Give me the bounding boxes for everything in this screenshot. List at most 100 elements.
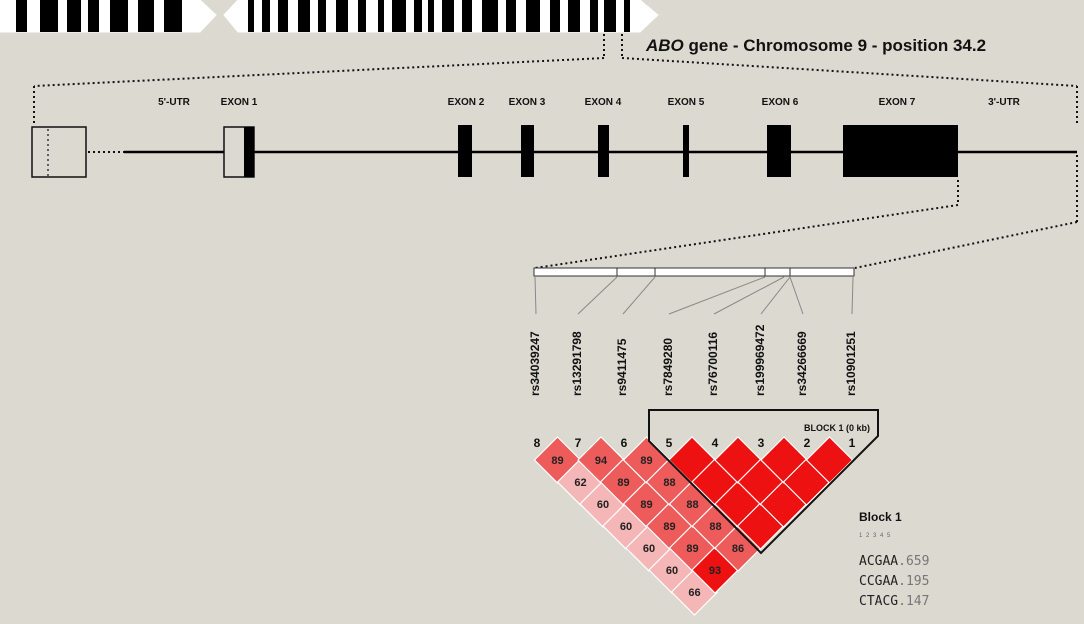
marker-number: 8 [534,436,541,450]
chromosome-band [88,0,99,32]
chromosome-band [568,0,580,32]
zoom-line [621,57,1078,87]
snp-label: rs76700116 [706,331,720,396]
haplotype-sequence: CTACG [859,594,899,609]
gene-region-label: EXON 5 [667,97,705,108]
chromosome-band [482,0,498,32]
ld-value: 60 [643,543,655,555]
chromosome-band [138,0,154,32]
ld-value: 88 [709,521,721,533]
chromosome-band [248,0,254,32]
exon-2-box [458,125,472,177]
haplotype-frequency: .195 [898,574,930,589]
gene-region-label: 5'-UTR [158,97,190,108]
chromosome-band [298,0,310,32]
exon-7-box [843,125,958,177]
ld-value: 89 [640,499,652,511]
haplotype-row: ACGAA.659 [859,554,929,569]
chromosome-band [590,0,598,32]
ld-value: 66 [688,587,700,599]
ld-value: 60 [620,521,632,533]
chromosome-band [67,0,81,32]
ld-value: 86 [732,543,744,555]
chromosome-band [392,0,406,32]
chromosome-band [40,0,58,32]
gene-name: ABO [646,36,684,55]
chromosome-band [262,0,270,32]
gene-region-label: EXON 3 [508,97,546,108]
haplotype-sequence: ACGAA [859,554,899,569]
chromosome-band [442,0,454,32]
snp-label: rs34266669 [795,331,809,396]
gene-region-label: 3'-UTR [988,97,1020,108]
gene-region-label: EXON 2 [447,97,485,108]
marker-number: 2 [804,436,811,450]
ld-value: 60 [666,565,678,577]
haplotype-block-title: Block 1 [859,510,902,524]
ld-value: 88 [663,477,675,489]
chromosome-band [506,0,516,32]
chromosome-band [526,0,540,32]
haplotype-sequence: CCGAA [859,574,899,589]
chromosome-arm-p [0,0,217,33]
exon-6-box [767,125,791,177]
exon-1-coding [244,127,254,177]
ld-value: 94 [595,455,608,467]
snp-label: rs10901251 [844,331,858,396]
snp-label: rs199969472 [753,324,767,396]
snp-connector [789,276,804,315]
chromosome-band [336,0,348,32]
marker-number: 4 [712,436,719,450]
ld-value: 89 [617,477,629,489]
marker-number: 1 [849,436,856,450]
chromosome-band [278,0,288,32]
chromosome-band [462,0,472,32]
ld-value: 88 [686,499,698,511]
gene-region-label: EXON 4 [584,97,622,108]
snp-connector [713,276,785,315]
zoom-line [854,221,1078,269]
snp-bar [533,267,855,277]
chromosome-ideogram [0,0,659,33]
ld-value: 62 [574,477,586,489]
snp-connector [622,276,656,315]
snp-connector [534,276,537,315]
ld-heatmap: 896260606060669489898989938988888886BLOC… [533,409,879,616]
chromosome-band [604,0,616,32]
haplotype-row: CCGAA.195 [859,574,929,589]
exon-4-box [598,125,609,177]
snp-connector [577,276,618,315]
chromosome-band [110,0,128,32]
figure-title: ABO gene - Chromosome 9 - position 34.2 [646,36,986,56]
chromosome-band [414,0,422,32]
title-location: gene - Chromosome 9 - position 34.2 [688,36,987,55]
haplotype-column-ticks: 1 2 3 4 5 [859,533,892,539]
chromosome-band [318,0,326,32]
chromosome-band [358,0,366,32]
chromosome-band [164,0,182,32]
snp-connector [668,276,766,315]
marker-number: 5 [666,436,673,450]
snp-label: rs13291798 [570,331,584,396]
zoom-line [33,57,605,87]
ld-block-label: BLOCK 1 (0 kb) [804,423,870,433]
utr-5-box [31,126,87,178]
chromosome-arm-q [223,0,659,33]
snp-connector [851,276,854,315]
snp-connector [760,276,791,315]
haplotype-frequency: .659 [898,554,930,569]
ld-block-outline [648,409,879,555]
ld-value: 60 [597,499,609,511]
ld-value: 89 [640,455,652,467]
snp-label: rs9411475 [615,338,629,396]
marker-number: 6 [621,436,628,450]
chromosome-band [428,0,434,32]
gene-region-label: EXON 1 [220,97,258,108]
ld-value: 89 [663,521,675,533]
zoom-lines [33,34,1078,269]
chromosome-band [378,0,384,32]
exon-5-box [683,125,689,177]
ld-value: 89 [551,455,563,467]
zoom-line [534,204,959,269]
